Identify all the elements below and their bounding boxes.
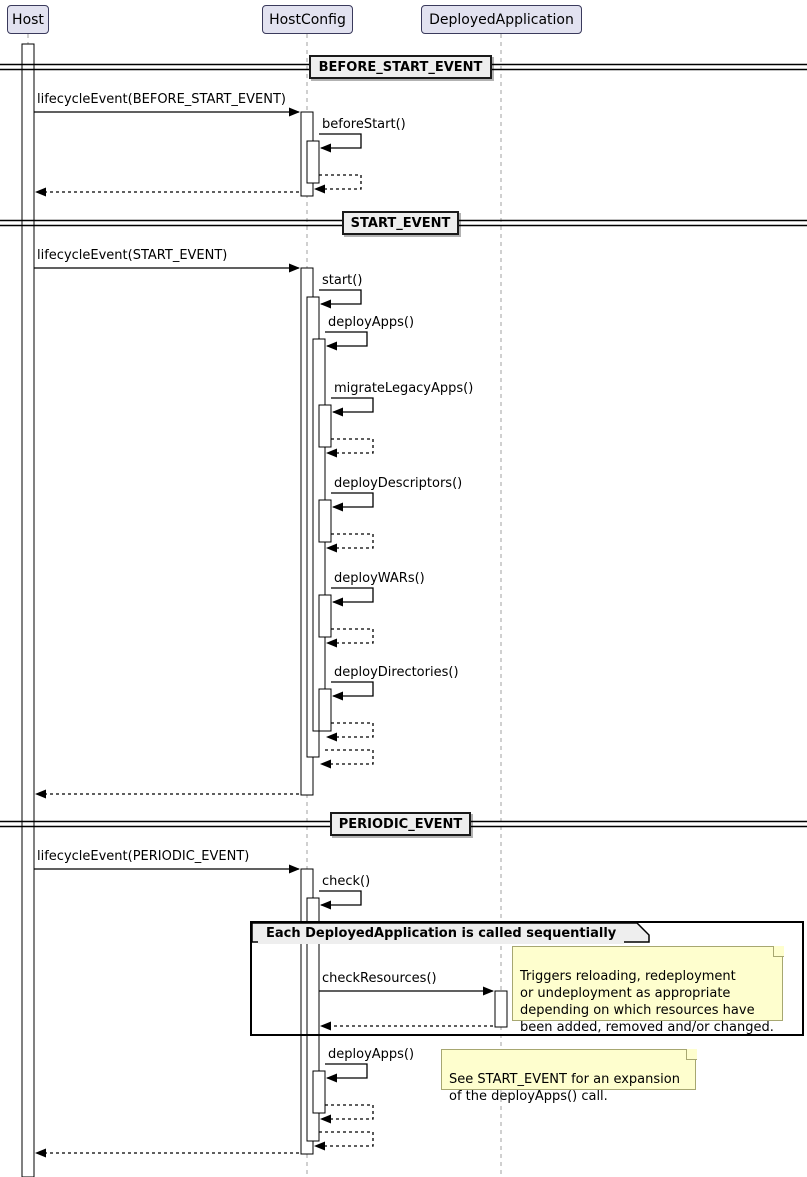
activation-host-root bbox=[21, 43, 35, 1177]
arrow-m10-self bbox=[331, 492, 374, 512]
msg-label-deployapps-start: deployApps() bbox=[328, 315, 415, 330]
arrow-m16-selfreturn bbox=[320, 749, 374, 769]
msg-label-check: check() bbox=[322, 874, 371, 889]
note-checkresources-text: Triggers reloading, redeployment or unde… bbox=[520, 969, 774, 1035]
arrow-m6-self bbox=[319, 289, 362, 309]
note-checkresources: Triggers reloading, redeployment or unde… bbox=[512, 946, 783, 1035]
message-arrows bbox=[34, 107, 494, 1158]
activation-hostconfig-beforestart-inner bbox=[306, 140, 320, 184]
arrow-m24-selfreturn bbox=[314, 1131, 374, 1151]
arrow-m9-selfreturn bbox=[326, 438, 374, 458]
divider-start-event-label: START_EVENT bbox=[350, 215, 451, 231]
divider-periodic-event-label: PERIODIC_EVENT bbox=[338, 816, 463, 832]
msg-label-checkresources: checkResources() bbox=[322, 971, 437, 986]
arrow-m11-selfreturn bbox=[326, 533, 374, 553]
participant-deployedapplication-label: DeployedApplication bbox=[429, 11, 574, 28]
arrow-m13-selfreturn bbox=[326, 628, 374, 648]
note-checkresources-fold-icon bbox=[773, 946, 784, 957]
activation-hostconfig-deploydirectories bbox=[318, 688, 332, 732]
activation-hostconfig-deploywars bbox=[318, 594, 332, 638]
msg-label-beforestart: beforeStart() bbox=[322, 117, 406, 132]
msg-label-deploydirectories: deployDirectories() bbox=[334, 665, 459, 680]
activation-hostconfig-migratelegacy bbox=[318, 404, 332, 448]
lifelines bbox=[27, 34, 502, 1177]
note-deployapps: See START_EVENT for an expansion of the … bbox=[441, 1049, 696, 1104]
arrow-m3-selfreturn bbox=[314, 174, 362, 194]
divider-periodic-event: PERIODIC_EVENT bbox=[330, 812, 471, 836]
group-frame-each-deployedapplication bbox=[250, 921, 804, 1036]
arrow-m12-self bbox=[331, 587, 374, 607]
note-deployapps-fold-icon bbox=[686, 1049, 697, 1060]
arrow-m7-self bbox=[325, 331, 368, 351]
arrow-m22-self bbox=[325, 1063, 368, 1083]
divider-start-event: START_EVENT bbox=[342, 211, 459, 235]
participant-host-label: Host bbox=[12, 11, 44, 28]
arrow-m23-selfreturn bbox=[320, 1104, 374, 1124]
arrow-m15-selfreturn bbox=[326, 722, 374, 742]
divider-rules bbox=[0, 63, 807, 828]
participant-deployedapplication[interactable]: DeployedApplication bbox=[421, 5, 582, 34]
msg-label-lifecycleevent-periodic: lifecycleEvent(PERIODIC_EVENT) bbox=[37, 849, 250, 864]
arrow-m14-self bbox=[331, 681, 374, 701]
msg-label-deployapps-periodic: deployApps() bbox=[328, 1047, 415, 1062]
activation-hostconfig-deploydescriptors bbox=[318, 499, 332, 543]
group-label-text: Each DeployedApplication is called seque… bbox=[266, 926, 617, 941]
msg-label-migratelegacyapps: migrateLegacyApps() bbox=[334, 381, 474, 396]
note-deployapps-text: See START_EVENT for an expansion of the … bbox=[449, 1072, 680, 1104]
msg-label-deploydescriptors: deployDescriptors() bbox=[334, 476, 463, 491]
group-label-each-deployedapplication: Each DeployedApplication is called seque… bbox=[258, 924, 625, 944]
arrow-m8-self bbox=[331, 397, 374, 417]
participant-hostconfig[interactable]: HostConfig bbox=[262, 5, 353, 34]
activation-hostconfig-deployapps-periodic bbox=[312, 1070, 326, 1114]
divider-before-start-event-label: BEFORE_START_EVENT bbox=[318, 59, 483, 75]
participant-host[interactable]: Host bbox=[7, 5, 49, 34]
activation-deployedapplication-checkresources bbox=[494, 990, 508, 1028]
arrow-m2-self bbox=[319, 133, 362, 153]
msg-label-deploywars: deployWARs() bbox=[334, 571, 425, 586]
msg-label-lifecycleevent-start: lifecycleEvent(START_EVENT) bbox=[37, 248, 228, 263]
msg-label-start: start() bbox=[322, 273, 363, 288]
participant-hostconfig-label: HostConfig bbox=[269, 11, 346, 28]
msg-label-lifecycleevent-before-start: lifecycleEvent(BEFORE_START_EVENT) bbox=[37, 92, 286, 107]
divider-before-start-event: BEFORE_START_EVENT bbox=[309, 55, 492, 79]
arrow-m19-self bbox=[319, 890, 362, 910]
